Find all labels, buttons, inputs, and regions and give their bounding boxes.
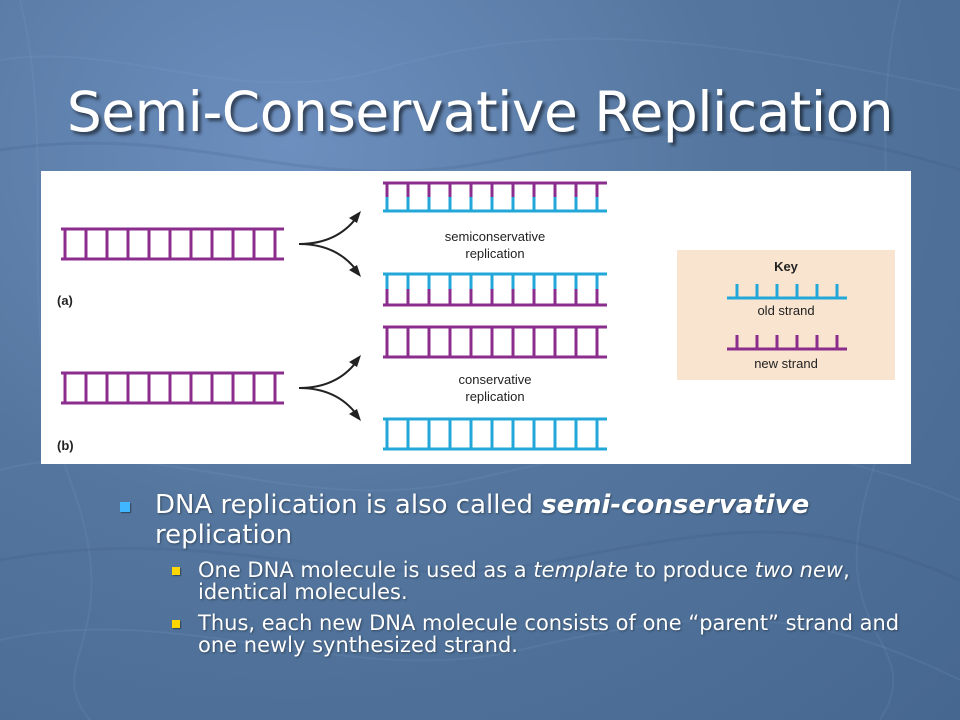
bullet-sub-2: Thus, each new DNA molecule consists of … [120,612,900,656]
bullet-list: DNA replication is also called semi-cons… [120,490,900,656]
conservative-daughter-1 [383,325,607,359]
arrowhead-icon [349,211,361,223]
bullet-main-text-end: replication [155,520,293,550]
conservative-label-line2: replication [465,389,524,404]
sub1-text-end: , identical molecules. [198,558,850,604]
arrowhead-icon [349,409,361,421]
conservative-label-line1: conservative [459,372,532,387]
bullet-sub-1: One DNA molecule is used as a template t… [120,559,900,603]
key-old-strand-label: old strand [757,303,814,318]
fork-arrows-b [298,360,358,416]
square-bullet-icon [120,502,130,512]
conservative-daughter-2 [383,417,607,451]
arrowhead-icon [349,355,361,367]
bullet-main-text: DNA replication is also called [155,490,542,520]
sub2-text: Thus, each new DNA molecule consists of … [198,611,900,657]
semiconservative-label-line1: semiconservative [445,229,545,244]
semiconservative-label-line2: replication [465,246,524,261]
square-bullet-icon [172,567,180,575]
key-new-strand-label: new strand [754,356,818,371]
key-old-strand-swatch [727,284,847,300]
key-box: Key old strand new strand [677,250,895,380]
arrowhead-icon [349,265,361,277]
sub1-text: One DNA molecule is used as a [198,558,534,582]
parent-dna-b [61,371,284,405]
semiconservative-daughter-2 [383,272,607,307]
slide-title: Semi-Conservative Replication [66,80,894,144]
square-bullet-icon [172,620,180,628]
key-new-strand-swatch [727,335,847,351]
fork-arrows-a [298,216,358,272]
parent-dna-a [61,227,284,261]
bullet-main-emphasis: semi-conservative [541,490,810,520]
label-a: (a) [57,293,73,308]
sub1-emphasis-template: template [533,558,629,582]
sub1-emphasis-two-new: two new [754,558,844,582]
label-b: (b) [57,438,74,453]
sub1-text-mid: to produce [628,558,755,582]
replication-figure: (a) (b) semiconservative replication [41,171,911,464]
key-title: Key [774,259,799,274]
semiconservative-daughter-1 [383,181,607,213]
bullet-main: DNA replication is also called semi-cons… [120,490,900,550]
